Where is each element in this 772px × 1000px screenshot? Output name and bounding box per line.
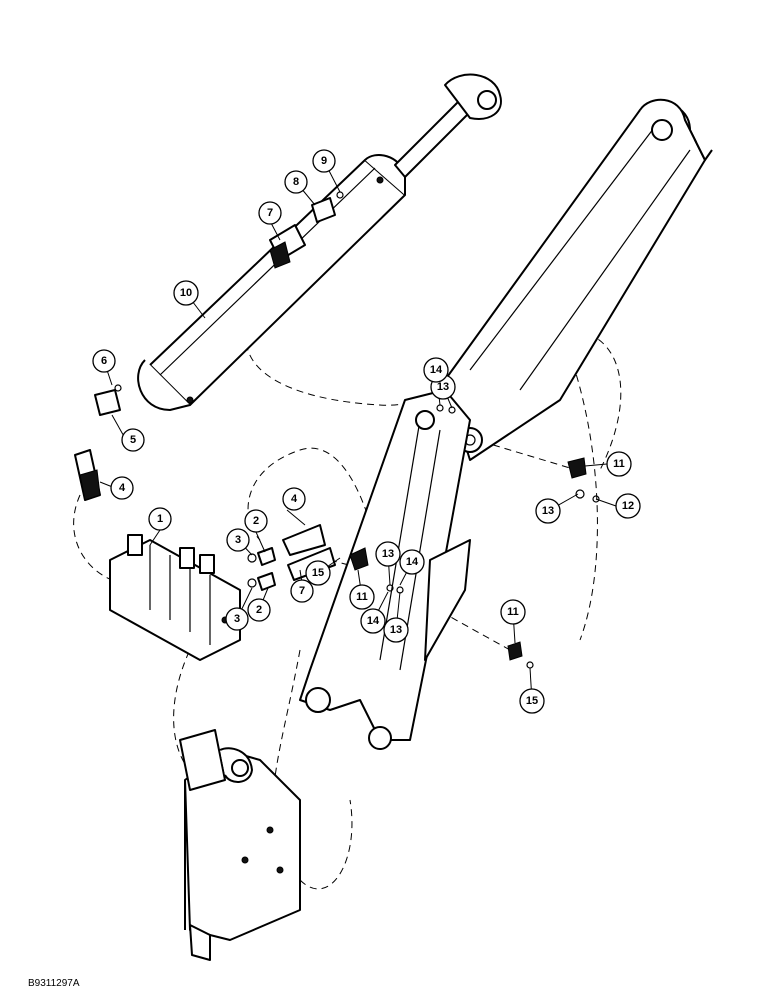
svg-text:10: 10 bbox=[180, 287, 192, 299]
callout-7: 7 bbox=[258, 201, 282, 225]
svg-text:13: 13 bbox=[382, 548, 394, 560]
callout-15: 15 bbox=[305, 560, 331, 586]
svg-text:11: 11 bbox=[613, 458, 625, 470]
svg-text:7: 7 bbox=[267, 207, 273, 219]
boom-arm bbox=[444, 98, 713, 461]
figure-code: B9311297A bbox=[28, 978, 80, 989]
svg-text:12: 12 bbox=[622, 500, 634, 512]
callout-9: 9 bbox=[312, 149, 336, 173]
svg-text:11: 11 bbox=[507, 606, 519, 618]
svg-text:1: 1 bbox=[157, 513, 163, 525]
callouts: 1 2 2 3 3 4 4 5 6 7 7 8 9 10 11 11 11 12… bbox=[92, 149, 641, 714]
svg-text:2: 2 bbox=[256, 604, 262, 616]
svg-text:13: 13 bbox=[437, 381, 449, 393]
swing-tower bbox=[179, 729, 301, 961]
svg-text:14: 14 bbox=[406, 556, 419, 568]
svg-text:13: 13 bbox=[542, 505, 554, 517]
callout-13: 13 bbox=[383, 617, 409, 643]
callout-13: 13 bbox=[375, 541, 401, 567]
svg-text:14: 14 bbox=[430, 364, 443, 376]
callout-4: 4 bbox=[110, 476, 134, 500]
callout-15: 15 bbox=[519, 688, 545, 714]
callout-7: 7 bbox=[290, 579, 314, 603]
callout-11: 11 bbox=[349, 584, 375, 610]
svg-text:5: 5 bbox=[130, 434, 136, 446]
callout-8: 8 bbox=[284, 170, 308, 194]
callout-11: 11 bbox=[500, 599, 526, 625]
callout-12: 12 bbox=[615, 493, 641, 519]
svg-text:3: 3 bbox=[235, 534, 241, 546]
svg-text:14: 14 bbox=[367, 615, 380, 627]
svg-text:15: 15 bbox=[526, 695, 538, 707]
callout-10: 10 bbox=[173, 280, 199, 306]
svg-text:2: 2 bbox=[253, 515, 259, 527]
callout-2: 2 bbox=[247, 598, 271, 622]
control-valve bbox=[109, 534, 241, 661]
svg-text:3: 3 bbox=[234, 613, 240, 625]
callout-11: 11 bbox=[606, 451, 632, 477]
fittings bbox=[74, 191, 600, 669]
callout-5: 5 bbox=[121, 428, 145, 452]
svg-text:11: 11 bbox=[356, 591, 368, 603]
callout-14: 14 bbox=[423, 357, 449, 383]
callout-2: 2 bbox=[244, 509, 268, 533]
callout-14: 14 bbox=[360, 608, 386, 634]
svg-text:9: 9 bbox=[321, 155, 327, 167]
callout-6: 6 bbox=[92, 349, 116, 373]
svg-text:8: 8 bbox=[293, 176, 299, 188]
hydraulic-cylinder bbox=[137, 73, 502, 411]
svg-text:15: 15 bbox=[312, 567, 324, 579]
callout-3: 3 bbox=[226, 528, 250, 552]
callout-14: 14 bbox=[399, 549, 425, 575]
callout-3: 3 bbox=[225, 607, 249, 631]
svg-text:7: 7 bbox=[299, 585, 305, 597]
svg-text:4: 4 bbox=[291, 493, 298, 505]
svg-text:13: 13 bbox=[390, 624, 402, 636]
svg-text:6: 6 bbox=[101, 355, 107, 367]
svg-text:4: 4 bbox=[119, 482, 126, 494]
callout-13: 13 bbox=[535, 498, 561, 524]
callout-4: 4 bbox=[282, 487, 306, 511]
callout-1: 1 bbox=[148, 507, 172, 531]
